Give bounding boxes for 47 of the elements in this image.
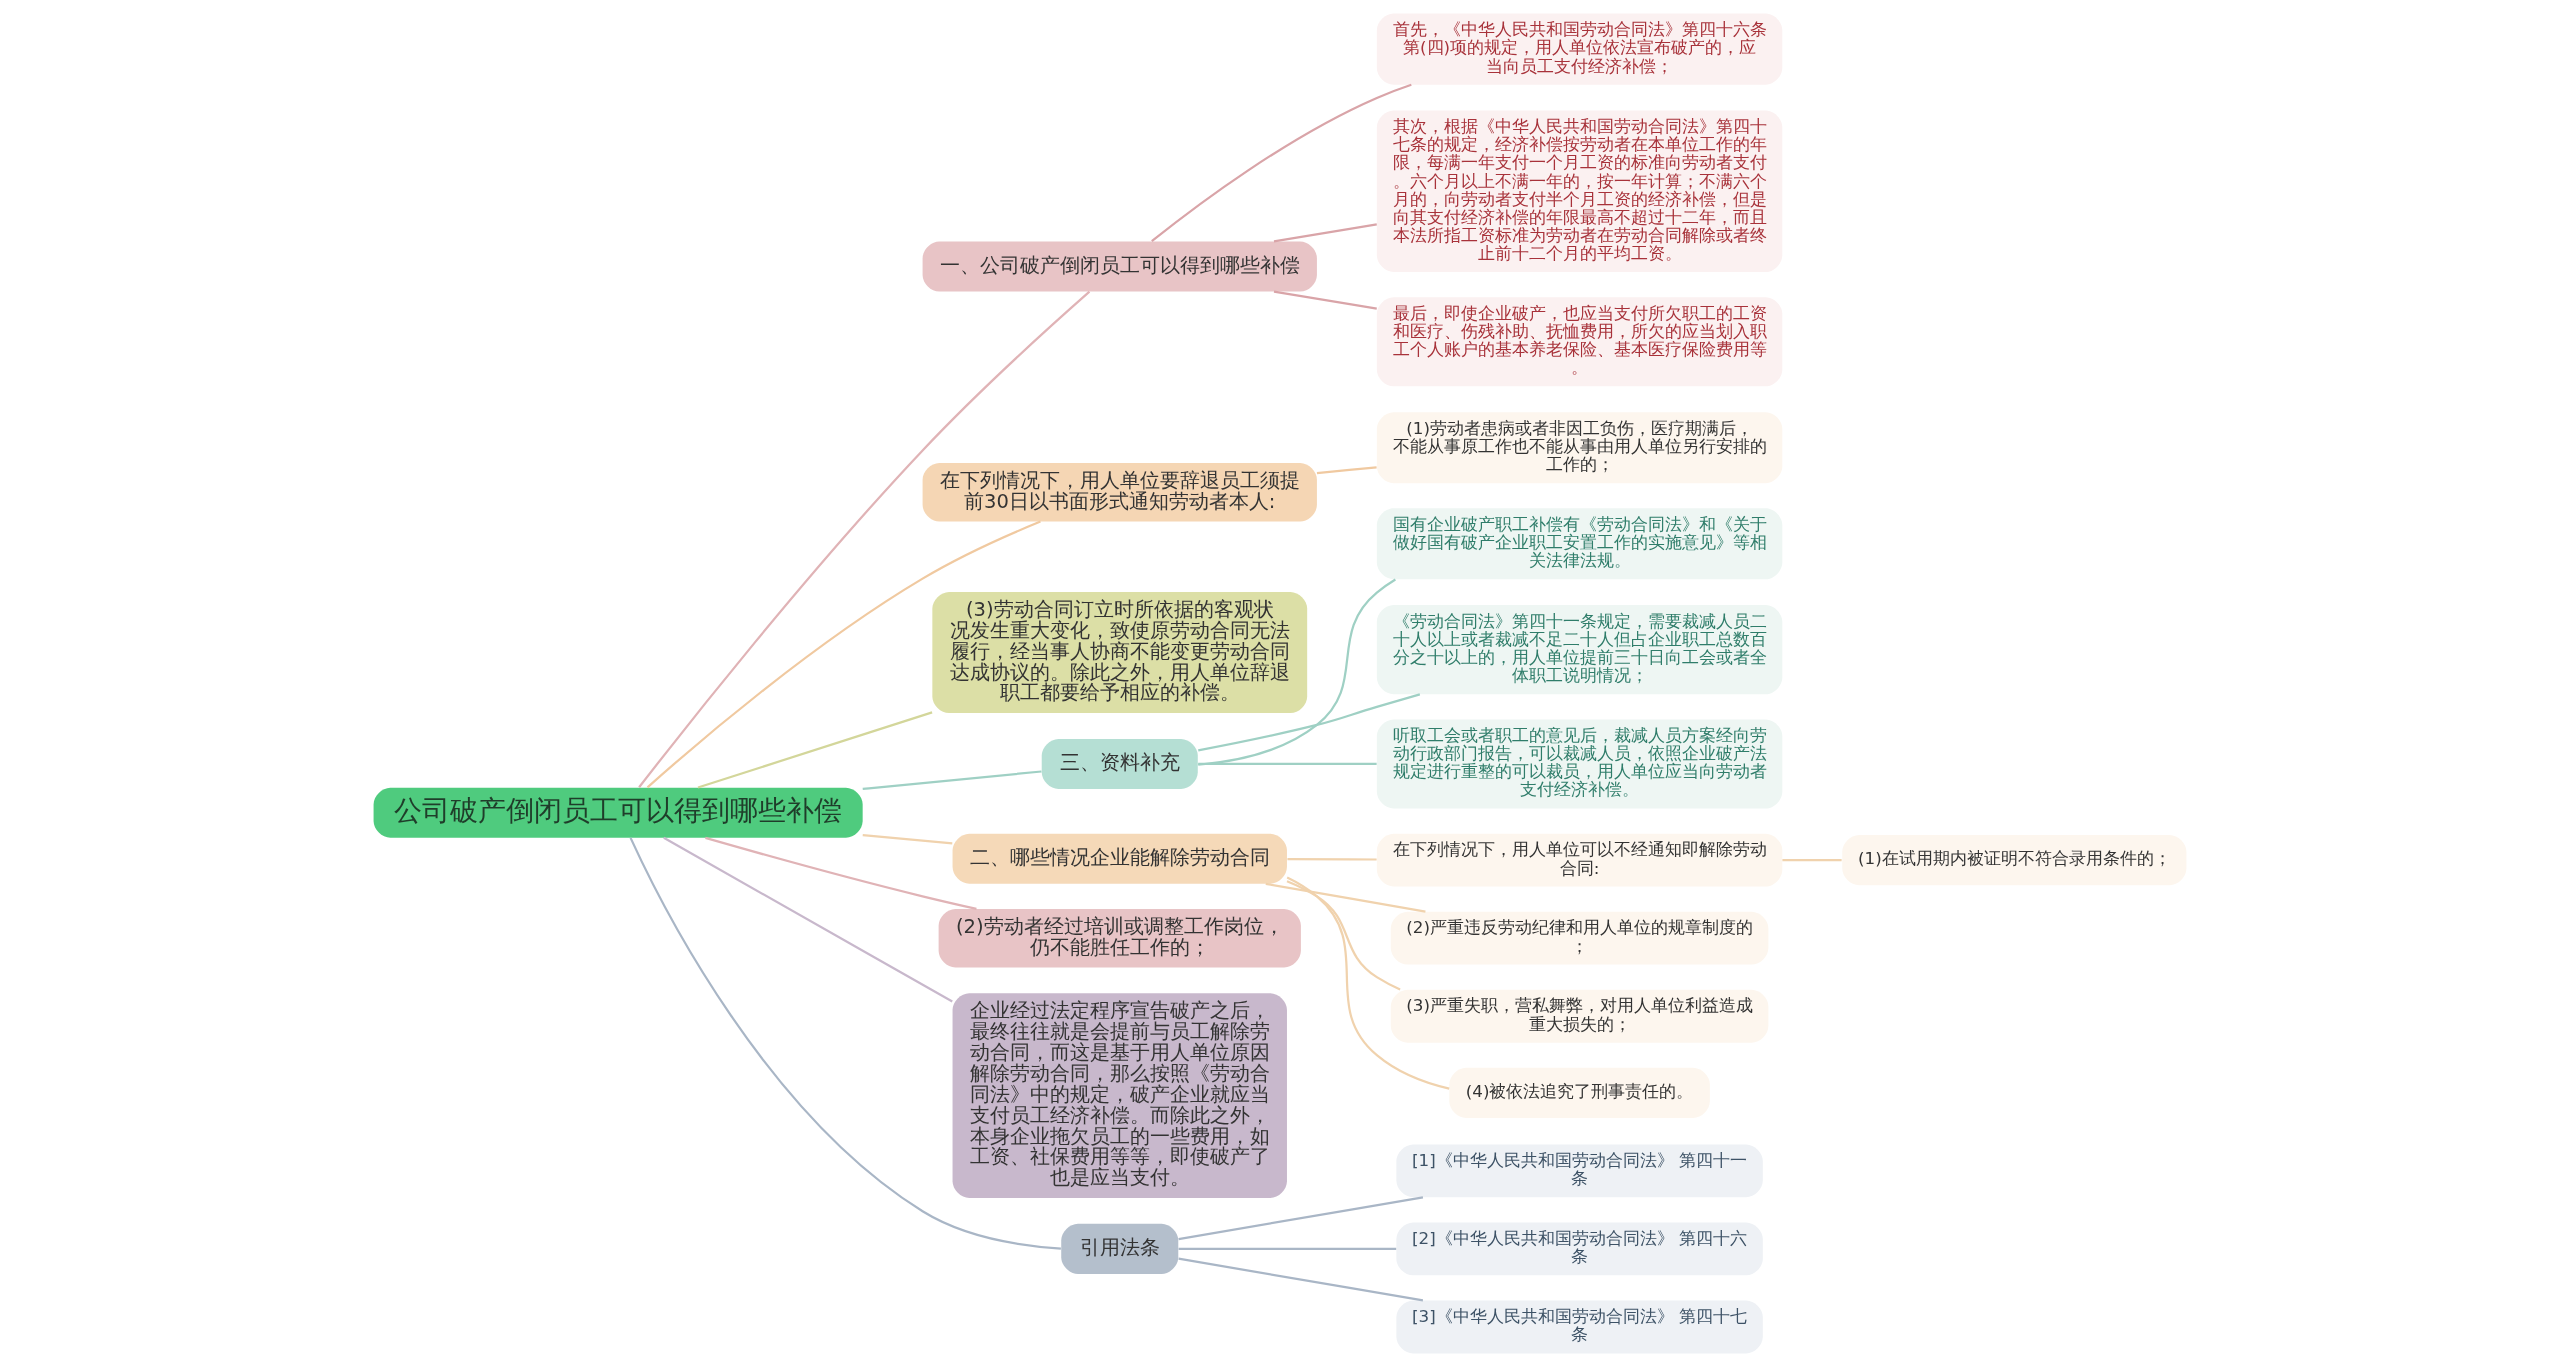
node-box: (3)劳动合同订立时所依据的客观状况发生重大变化，致使原劳动合同无法履行，经当事人协商不能变更劳动合同达成协议的。除此之外，用人单位辞退职工都要给予相应的补偿。 [932,591,1308,714]
connector [1198,762,1377,766]
node-box: 听取工会或者职工的意见后，裁减人员方案经向劳动行政部门报告，可以裁减人员，依照企业破产法规定进行重整的可以裁员，用人单位应当向劳动者支付经济补偿。 [1376,719,1783,809]
node-box: [3]《中华人民共和国劳动合同法》 第四十七条 [1396,1300,1763,1354]
node-box: (4)被依法追究了刑事责任的。 [1449,1067,1710,1118]
node-box: 最后，即使企业破产，也应当支付所欠职工的工资和医疗、伤残补助、抚恤费用，所欠的应当划入职工个人账户的基本养老保险、基本医疗保险费用等。 [1376,297,1783,387]
connector [697,711,933,789]
node-box: (2)严重违反劳动纪律和用人单位的规章制度的； [1390,911,1769,965]
connector [1316,466,1377,475]
node-box: 企业经过法定程序宣告破产之后，最终往往就是会提前与员工解除劳动合同，而这是基于用人单位原因解除劳动合同，那么按照《劳动合同法》中的规定，破产企业就应当支付员工经济补偿。而除此之外，本身企业拖欠员工的一些费用，如工资、社保费用等等，即使破产了也是应当支付。 [952,993,1287,1198]
node-box: 一、公司破产倒闭员工可以得到哪些补偿 [922,241,1317,292]
connector [862,834,953,845]
connector [1286,876,1450,1090]
node-box: 国有企业破产职工补偿有《劳动合同法》和《关于做好国有破产企业职工安置工作的实施意见》等相关法律法规。 [1376,508,1783,580]
node-box: 在下列情况下，用人单位可以不经通知即解除劳动合同: [1376,833,1783,887]
connector [1273,223,1377,243]
node-box: 引用法条 [1061,1223,1179,1274]
node-box: 首先，《中华人民共和国劳动合同法》第四十六条第(四)项的规定，用人单位依法宣布破产的，应当向员工支付经济补偿； [1376,13,1783,85]
node-box: (1)在试用期内被证明不符合录用条件的； [1842,835,2187,886]
connector [1178,1196,1424,1241]
connector [1198,693,1421,752]
connector [1178,1257,1424,1302]
node-box: 在下列情况下，用人单位要辞退员工须提前30日以书面形式通知劳动者本人: [922,463,1317,522]
connector [629,837,1061,1250]
connector [663,836,953,1003]
node-box: 三、资料补充 [1041,738,1198,790]
connector [1273,290,1377,310]
connector [1198,578,1396,766]
node-box: 其次，根据《中华人民共和国劳动合同法》第四十七条的规定，经济补偿按劳动者在本单位工作的年限，每满一年支付一个月工资的标准向劳动者支付。六个月以上不满一年的，按一年计算；不满六个月的，向劳动者支付半个月工资的经济补偿，但是向其支付经济补偿的年限最高不超过十二年，而且本法所指工资标准为劳动者在劳动合同解除或者终止前十二个月的平均工资。 [1376,110,1783,273]
node-box: [2]《中华人民共和国劳动合同法》 第四十六条 [1396,1222,1763,1276]
connector [705,836,977,910]
connector [1782,859,1842,862]
node-box: 公司破产倒闭员工可以得到哪些补偿 [373,787,863,838]
connector [638,290,1091,788]
node-box: [1]《中华人民共和国劳动合同法》 第四十一条 [1396,1144,1763,1198]
connector [1151,83,1412,243]
connector [862,770,1042,791]
connector [1265,882,1426,913]
node-box: (2)劳动者经过培训或调整工作岗位，仍不能胜任工作的； [938,908,1301,968]
connector [1287,858,1377,861]
node-box: 二、哪些情况企业能解除劳动合同 [952,833,1287,884]
connector [1178,1247,1397,1250]
connector [646,520,1041,789]
node-box: 《劳动合同法》第四十一条规定，需要裁减人员二十人以上或者裁减不足二十人但占企业职工总数百分之十以上的，用人单位提前三十日向工会或者全体职工说明情况； [1376,605,1783,695]
node-box: (1)劳动者患病或者非因工负伤，医疗期满后，不能从事原工作也不能从事由用人单位另行安排的工作的； [1376,412,1783,484]
connector [1286,880,1401,991]
node-box: (3)严重失职，营私舞弊，对用人单位利益造成重大损失的； [1390,989,1769,1043]
